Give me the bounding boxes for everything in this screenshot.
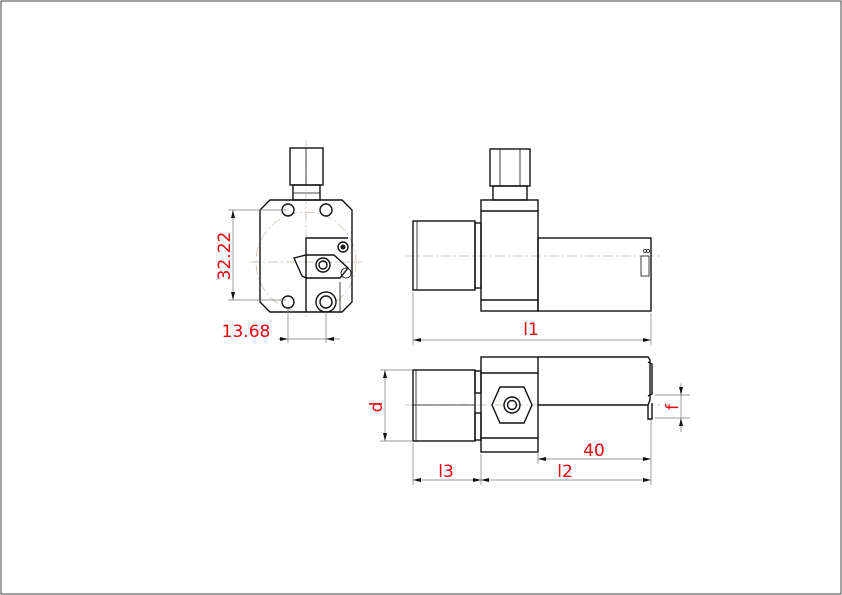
nut	[489, 148, 531, 187]
dim-offset-label: 13.68	[222, 322, 271, 342]
dim-l1-label: l1	[523, 320, 539, 340]
tool-shank	[538, 356, 651, 406]
tool-shank	[537, 237, 652, 312]
screw	[315, 257, 331, 273]
body-outline	[259, 199, 353, 313]
top-view	[380, 356, 690, 485]
insert	[293, 254, 349, 279]
dim-l3-label: l3	[438, 462, 454, 482]
body-block	[480, 199, 539, 312]
hex-nut	[491, 386, 533, 424]
shank-cylinder	[412, 220, 476, 291]
ring	[315, 291, 337, 313]
side-view	[405, 148, 660, 345]
dim-height-label: 32.22	[215, 232, 235, 281]
dim-d-label: d	[367, 402, 387, 413]
dim-l2-label: l2	[557, 462, 573, 482]
dim-f-label: f	[663, 403, 683, 410]
hole	[319, 203, 333, 217]
nut-collar	[292, 184, 321, 201]
shank-hex	[412, 369, 476, 442]
clamp-block	[305, 237, 348, 312]
nut	[289, 147, 324, 186]
front-view	[228, 140, 362, 343]
hole	[281, 295, 295, 309]
dim-40-label: 40	[583, 441, 605, 461]
